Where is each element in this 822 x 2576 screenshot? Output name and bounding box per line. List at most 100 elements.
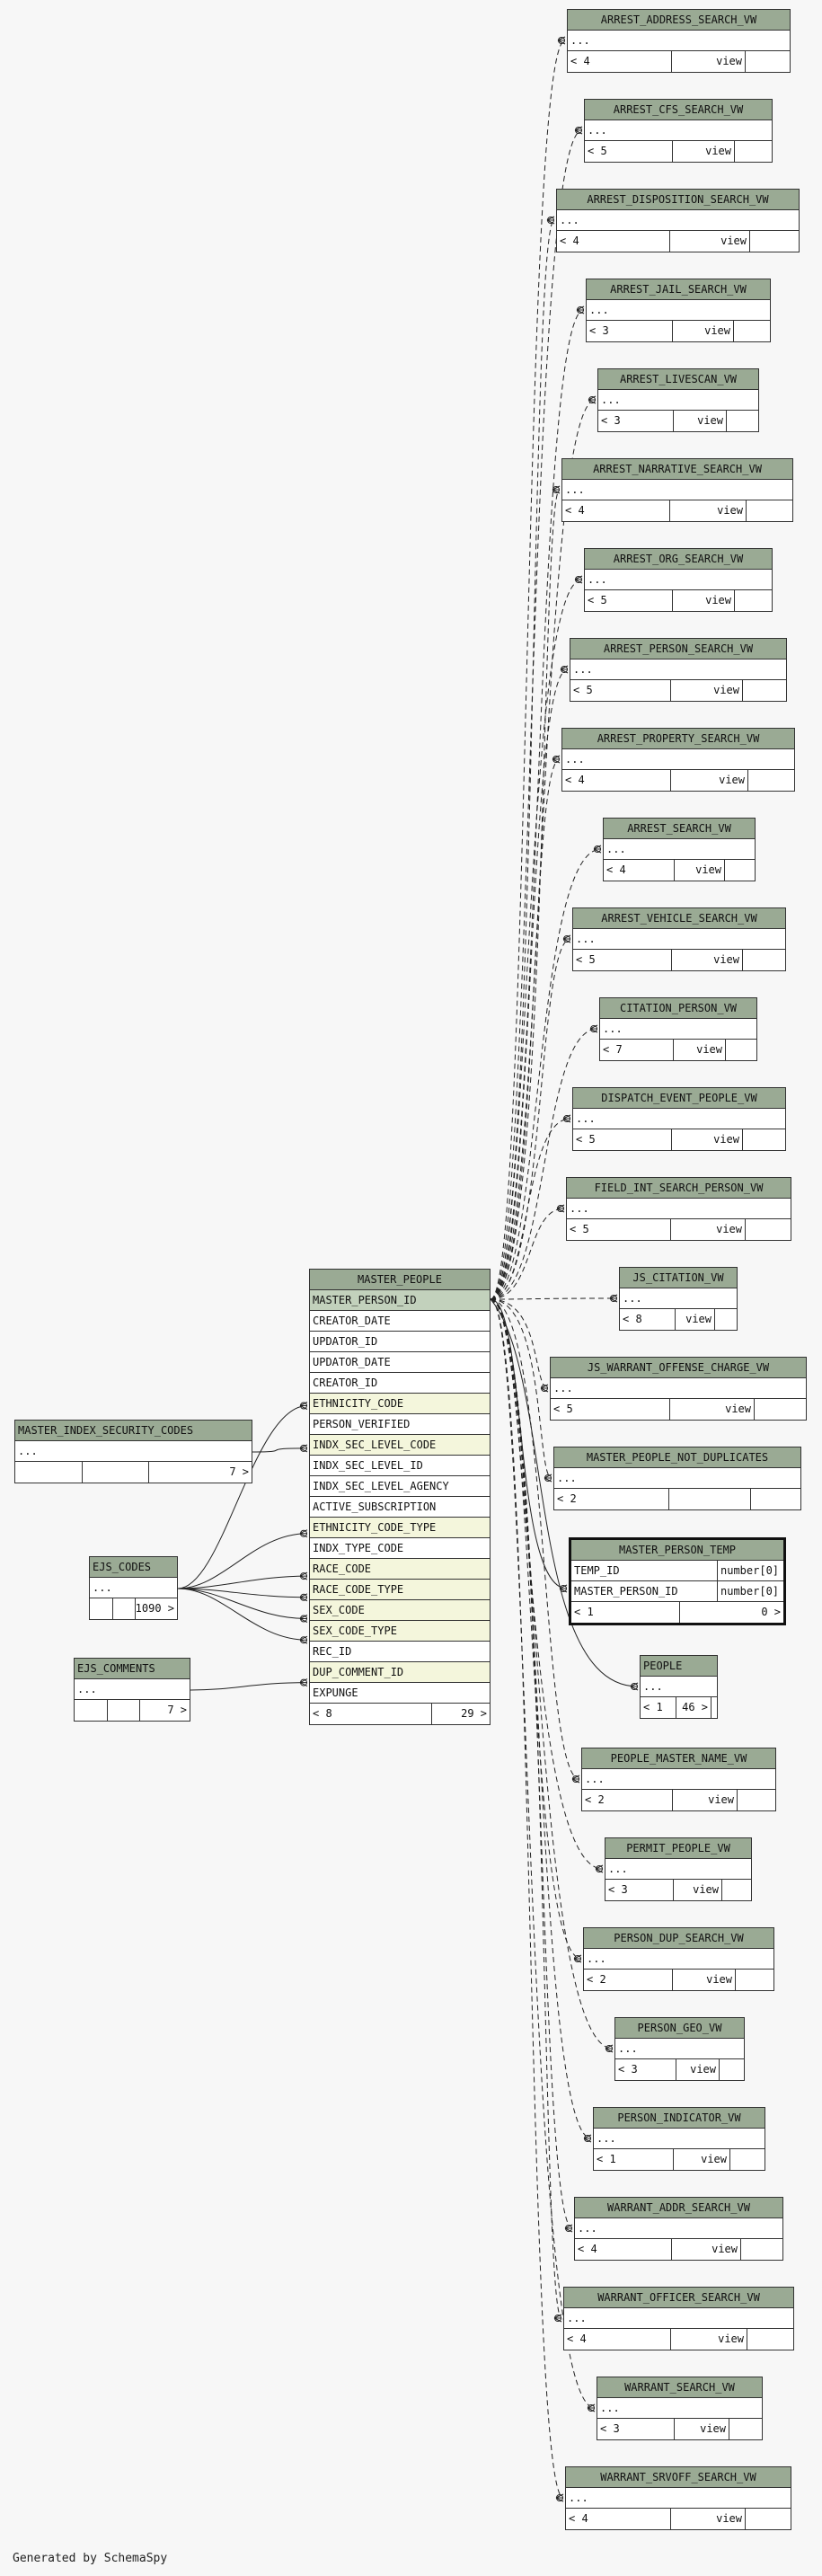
row-count: < 2 [557,1492,577,1505]
table-name: ARREST_VEHICLE_SEARCH_VW [573,908,785,929]
column-updator-id[interactable]: UPDATOR_ID [310,1332,490,1352]
footer-spacer [725,1040,756,1060]
table-name: MASTER_PEOPLE [310,1270,490,1290]
ejs-codes-table[interactable]: EJS_CODES...1090 > [89,1556,178,1620]
column-summary: ... [615,2039,744,2059]
column-creator-id[interactable]: CREATOR_ID [310,1373,490,1394]
table-name: PERSON_DUP_SEARCH_VW [584,1928,773,1949]
table-name: PERMIT_PEOPLE_VW [605,1838,751,1859]
view-relationship-line [490,40,566,1300]
footer-blank [75,1700,107,1721]
column-race-code[interactable]: RACE_CODE [310,1559,490,1580]
column-master-person-id[interactable]: MASTER_PERSON_ID [310,1290,490,1311]
table-kind: view [671,51,745,72]
footer-spacer [742,950,785,970]
column-sex-code-type[interactable]: SEX_CODE_TYPE [310,1621,490,1642]
column-summary: ... [90,1578,177,1598]
ejs-comments-table[interactable]: EJS_COMMENTS...7 > [74,1658,190,1722]
column-active-subscription[interactable]: ACTIVE_SUBSCRIPTION [310,1497,490,1518]
column-sex-code[interactable]: SEX_CODE [310,1600,490,1621]
row-count: < 4 [565,504,585,517]
column-name: TEMP_ID [574,1564,620,1577]
column-indx-sec-level-agency[interactable]: INDX_SEC_LEVEL_AGENCY [310,1476,490,1497]
table-name: ARREST_PROPERTY_SEARCH_VW [562,729,794,749]
view-relationship-crowfoot-fork [574,126,583,135]
table-name: WARRANT_SRVOFF_SEARCH_VW [566,2467,791,2488]
column-ethnicity-code-type[interactable]: ETHNICITY_CODE_TYPE [310,1518,490,1538]
row-count: < 4 [578,2243,597,2255]
column-type: number[0] [717,1581,783,1601]
column-creator-date[interactable]: CREATOR_DATE [310,1311,490,1332]
column-summary: ... [570,659,786,680]
column-indx-sec-level-code[interactable]: INDX_SEC_LEVEL_CODE [310,1435,490,1456]
child-count: 7 > [139,1700,190,1721]
column-summary: ... [567,1199,791,1219]
view-relationship-crowfoot-fork [557,36,566,45]
column-person-verified[interactable]: PERSON_VERIFIED [310,1414,490,1435]
table-name: ARREST_ORG_SEARCH_VW [585,549,772,570]
view-relationship-line [490,938,571,1300]
master-index-security-codes-table[interactable]: MASTER_INDEX_SECURITY_CODES...7 > [14,1420,252,1483]
column-summary: ... [594,2129,765,2149]
column-rec-id[interactable]: REC_ID [310,1642,490,1662]
column-summary: ... [568,31,790,51]
people-relationship-line [490,1298,639,1687]
table-name: PEOPLE [641,1656,717,1677]
table-name: EJS_COMMENTS [75,1659,190,1679]
child-count: 46 > [676,1697,711,1718]
column-expunge[interactable]: EXPUNGE [310,1683,490,1704]
view-relationship-line [490,489,561,1300]
child-count: 0 > [679,1602,783,1623]
table-name: ARREST_NARRATIVE_SEARCH_VW [562,459,792,480]
table-name: ARREST_JAIL_SEARCH_VW [587,279,770,300]
column-indx-sec-level-id[interactable]: INDX_SEC_LEVEL_ID [310,1456,490,1476]
column-indx-type-code[interactable]: INDX_TYPE_CODE [310,1538,490,1559]
view-relationship-crowfoot-fork [595,1864,604,1873]
view-relationship-line [490,1298,580,1780]
column-race-code-type[interactable]: RACE_CODE_TYPE [310,1580,490,1600]
column-ethnicity-code[interactable]: ETHNICITY_CODE [310,1394,490,1414]
view-relationship-crowfoot-fork [560,665,569,674]
column-dup-comment-id[interactable]: DUP_COMMENT_ID [310,1662,490,1683]
column-updator-date[interactable]: UPDATOR_DATE [310,1352,490,1373]
footer-spacer [745,51,790,72]
view-table-master-people-not-duplicates[interactable]: MASTER_PEOPLE_NOT_DUPLICATES...< 2 [553,1447,801,1510]
view-relationship-crowfoot-fork [552,485,561,494]
parent-relationship-line [177,1588,308,1598]
